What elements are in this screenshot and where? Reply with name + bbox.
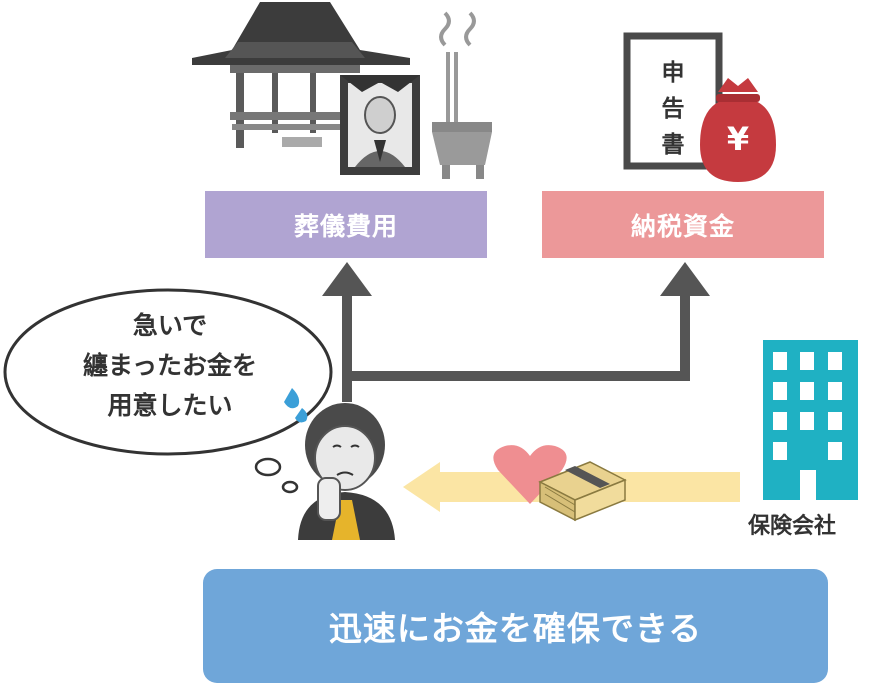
cash-bundle-icon <box>538 461 627 522</box>
sweat-drop-icon <box>284 388 308 423</box>
funeral-cost-label: 葬儀費用 <box>293 211 398 241</box>
incense-burner-icon <box>432 11 492 179</box>
bubble-line-2: 纏まったお金を <box>82 351 257 380</box>
speech-bubble <box>3 288 333 494</box>
heart-icon <box>493 445 567 504</box>
tax-form-text: 申 告 書 <box>655 55 691 163</box>
funeral-cost-box: 葬儀費用 <box>205 191 487 258</box>
memorial-portrait-icon <box>340 75 420 175</box>
tax-funds-label: 納税資金 <box>630 211 735 241</box>
speech-bubble-text: 急いで 纏まったお金を 用意したい <box>20 306 320 426</box>
bubble-line-3: 用意したい <box>107 391 233 420</box>
tax-form-char: 書 <box>661 132 685 158</box>
money-bag-icon <box>700 78 776 182</box>
yen-symbol: ¥ <box>726 120 750 158</box>
result-banner: 迅速にお金を確保できる <box>203 569 828 683</box>
result-text: 迅速にお金を確保できる <box>328 609 703 648</box>
worried-person-icon <box>298 403 395 540</box>
cost-arrows <box>322 262 710 402</box>
bubble-line-1: 急いで <box>132 311 208 340</box>
insurance-building-icon <box>763 340 858 500</box>
tax-funds-box: 納税資金 <box>542 191 824 258</box>
temple-icon <box>192 2 410 148</box>
insurance-company-label: 保険会社 <box>748 514 837 539</box>
tax-form-char: 告 <box>661 96 685 122</box>
tax-form-char: 申 <box>661 60 685 86</box>
